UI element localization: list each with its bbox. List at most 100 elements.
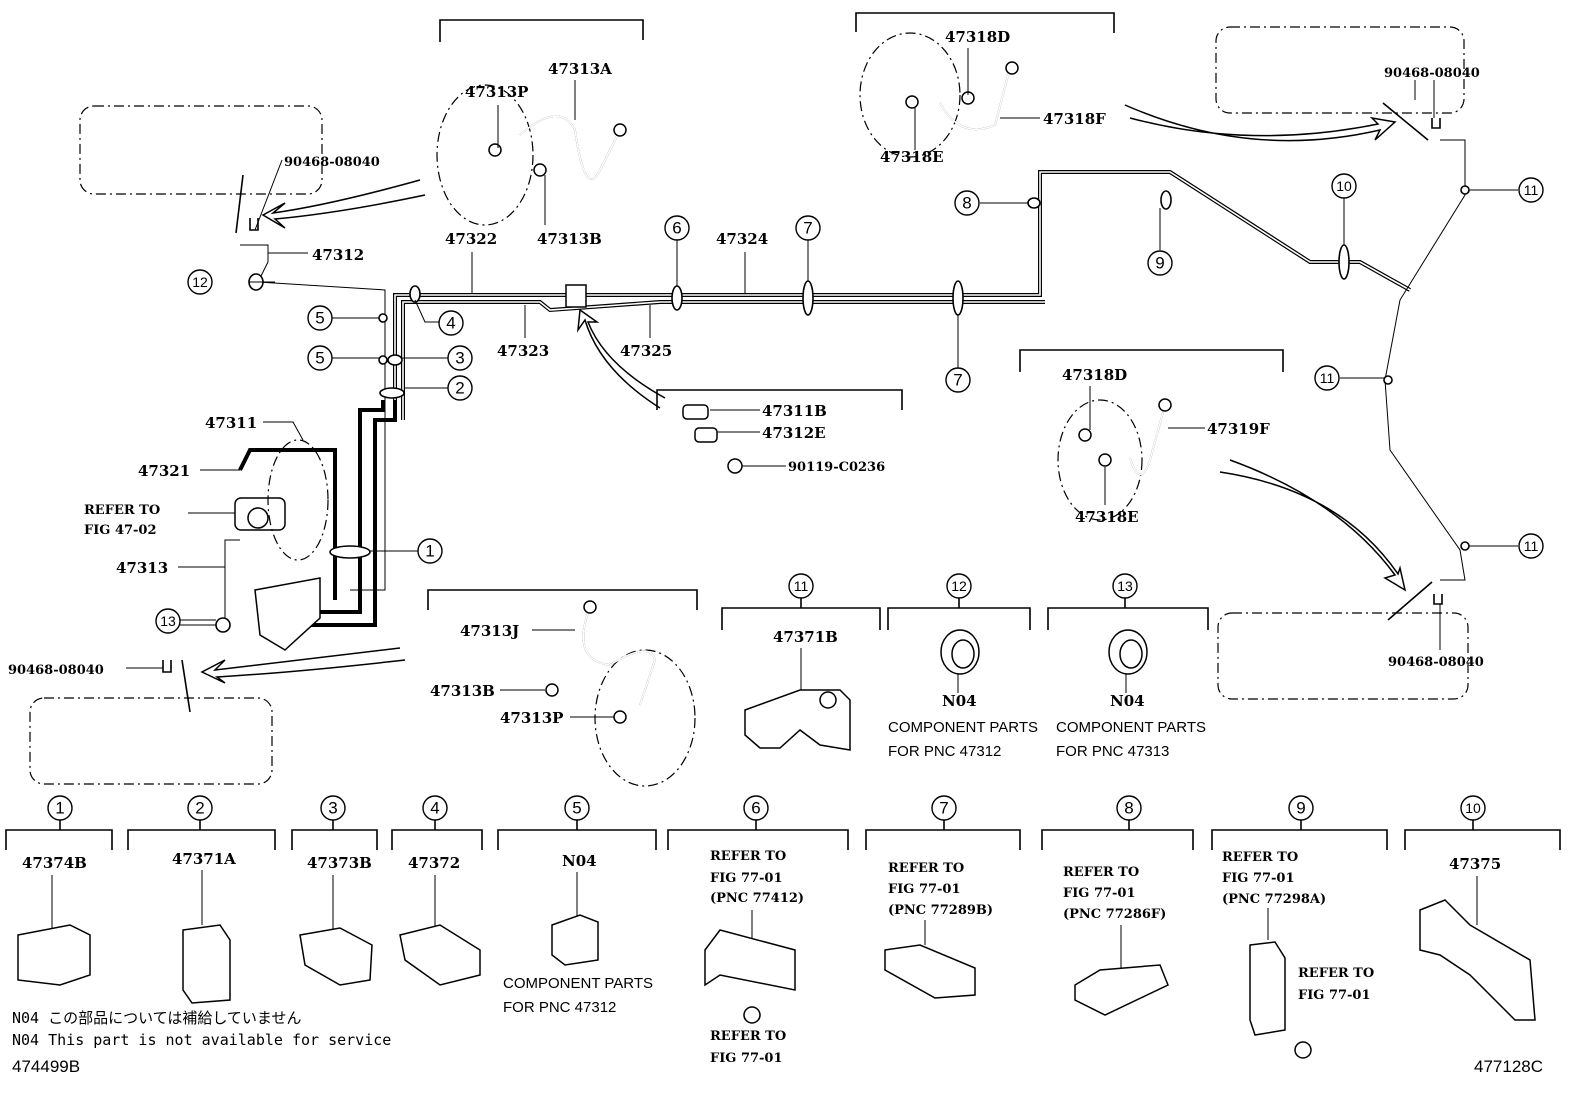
component-parts-13-line2[interactable]: FOR PNC 47313 (1056, 743, 1169, 760)
refer-6-extra-line2[interactable]: FIG 77-01 (710, 1051, 783, 1066)
svg-text:3[interactable]: 3 (455, 349, 464, 368)
refer-9-extra-line1[interactable]: REFER TO (1298, 966, 1374, 981)
detail-panel-13: 13 N04 COMPONENT PARTS FOR PNC 47313 (1056, 573, 1206, 760)
svg-text:7[interactable]: 7 (803, 219, 812, 238)
callout-11c: 11 (1518, 533, 1544, 559)
svg-text:2[interactable]: 2 (195, 799, 204, 818)
svg-text:10[interactable]: 10 (1336, 178, 1352, 194)
callout-1: 1 (417, 538, 443, 564)
svg-text:2[interactable]: 2 (455, 379, 464, 398)
svg-text:9[interactable]: 9 (1155, 254, 1164, 273)
svg-text:5[interactable]: 5 (315, 349, 324, 368)
svg-text:6[interactable]: 6 (751, 799, 760, 818)
label-47313J[interactable]: 47313J (460, 622, 519, 640)
svg-text:3[interactable]: 3 (328, 799, 337, 818)
svg-text:13[interactable]: 13 (160, 613, 176, 629)
svg-text:11[interactable]: 11 (1320, 370, 1335, 386)
svg-text:6[interactable]: 6 (672, 219, 681, 238)
label-47318D-mid[interactable]: 47318D (1062, 366, 1127, 384)
svg-text:4[interactable]: 4 (446, 314, 455, 333)
svg-text:12[interactable]: 12 (951, 578, 967, 594)
label-N04-panel-5[interactable]: N04 (562, 852, 597, 870)
component-parts-12-line2[interactable]: FOR PNC 47312 (888, 743, 1001, 760)
callout-6: 6 (664, 215, 690, 241)
label-47319F[interactable]: 47319F (1207, 420, 1270, 438)
refer-6-line3[interactable]: (PNC 77412) (710, 891, 804, 906)
label-47311B[interactable]: 47311B (762, 402, 827, 420)
component-parts-5-line1[interactable]: COMPONENT PARTS (503, 975, 653, 992)
label-47372[interactable]: 47372 (408, 854, 460, 872)
label-47324[interactable]: 47324 (716, 230, 768, 248)
refer-7-line1[interactable]: REFER TO (888, 861, 964, 876)
refer-6-extra-line1[interactable]: REFER TO (710, 1029, 786, 1044)
label-47321[interactable]: 47321 (138, 462, 190, 480)
svg-text:7[interactable]: 7 (953, 371, 962, 390)
label-47318E-mid[interactable]: 47318E (1075, 508, 1139, 526)
label-47313A[interactable]: 47313A (548, 60, 612, 78)
detail-panel-9: 9 REFER TO FIG 77-01 (PNC 77298A) REFER … (1222, 795, 1374, 1059)
label-47313P-bottom[interactable]: 47313P (500, 709, 563, 727)
svg-text:11[interactable]: 11 (1524, 182, 1539, 198)
refer-8-line1[interactable]: REFER TO (1063, 865, 1139, 880)
svg-text:7[interactable]: 7 (939, 799, 948, 818)
label-47371A[interactable]: 47371A (172, 850, 236, 868)
label-47375[interactable]: 47375 (1449, 855, 1501, 873)
label-N04-panel-13[interactable]: N04 (1110, 692, 1145, 710)
svg-text:11[interactable]: 11 (794, 578, 809, 594)
label-47374B[interactable]: 47374B (22, 854, 87, 872)
refer-fig-47-02-line1[interactable]: REFER TO (84, 503, 160, 518)
refer-7-line2[interactable]: FIG 77-01 (888, 882, 961, 897)
refer-9-extra-line2[interactable]: FIG 77-01 (1298, 988, 1371, 1003)
callout-10: 10 (1331, 173, 1357, 199)
label-47323[interactable]: 47323 (497, 342, 549, 360)
illustration-code-left: 474499B (12, 1057, 80, 1076)
label-47311[interactable]: 47311 (205, 414, 257, 432)
refer-8-line2[interactable]: FIG 77-01 (1063, 886, 1136, 901)
refer-9-line2[interactable]: FIG 77-01 (1222, 871, 1295, 886)
refer-8-line3[interactable]: (PNC 77286F) (1063, 907, 1166, 922)
svg-text:8[interactable]: 8 (1124, 799, 1133, 818)
svg-text:1[interactable]: 1 (425, 542, 434, 561)
label-47318E-top[interactable]: 47318E (880, 148, 944, 166)
svg-text:10[interactable]: 10 (1465, 800, 1481, 816)
label-47322[interactable]: 47322 (445, 230, 497, 248)
refer-fig-47-02-line2[interactable]: FIG 47-02 (84, 523, 157, 538)
callout-7b: 7 (945, 367, 971, 393)
label-N04-panel-12[interactable]: N04 (942, 692, 977, 710)
label-90119-C0236[interactable]: 90119-C0236 (788, 460, 885, 475)
svg-text:4[interactable]: 4 (430, 799, 439, 818)
label-47371B[interactable]: 47371B (773, 628, 838, 646)
footer: N04 この部品については補給していません N04 This part is n… (12, 1009, 1543, 1076)
svg-text:1[interactable]: 1 (55, 799, 64, 818)
label-47313B-bottom[interactable]: 47313B (430, 682, 495, 700)
label-90468-top-left[interactable]: 90468-08040 (284, 155, 380, 170)
svg-text:5[interactable]: 5 (572, 799, 581, 818)
component-parts-12-line1[interactable]: COMPONENT PARTS (888, 719, 1038, 736)
svg-text:11[interactable]: 11 (1524, 538, 1539, 554)
label-47312[interactable]: 47312 (312, 246, 364, 264)
label-47312E[interactable]: 47312E (762, 424, 826, 442)
svg-text:9[interactable]: 9 (1296, 799, 1305, 818)
label-90468-top-right[interactable]: 90468-08040 (1384, 66, 1480, 81)
refer-6-line1[interactable]: REFER TO (710, 849, 786, 864)
svg-text:13[interactable]: 13 (1117, 578, 1133, 594)
svg-text:5[interactable]: 5 (315, 309, 324, 328)
callout-5b: 5 (307, 345, 333, 371)
label-90468-bottom-right[interactable]: 90468-08040 (1388, 655, 1484, 670)
refer-6-line2[interactable]: FIG 77-01 (710, 871, 783, 886)
label-47313B-top[interactable]: 47313B (537, 230, 602, 248)
label-47313P-top[interactable]: 47313P (465, 83, 528, 101)
label-47318F[interactable]: 47318F (1043, 110, 1106, 128)
label-47325[interactable]: 47325 (620, 342, 672, 360)
svg-text:12[interactable]: 12 (192, 274, 208, 290)
component-parts-13-line1[interactable]: COMPONENT PARTS (1056, 719, 1206, 736)
refer-7-line3[interactable]: (PNC 77289B) (888, 903, 993, 918)
label-47318D-top[interactable]: 47318D (945, 28, 1010, 46)
label-90468-bottom-left[interactable]: 90468-08040 (8, 663, 104, 678)
component-parts-5-line2[interactable]: FOR PNC 47312 (503, 999, 616, 1016)
label-47313[interactable]: 47313 (116, 559, 168, 577)
refer-9-line1[interactable]: REFER TO (1222, 850, 1298, 865)
refer-9-line3[interactable]: (PNC 77298A) (1222, 892, 1326, 907)
svg-text:8[interactable]: 8 (962, 194, 971, 213)
label-47373B[interactable]: 47373B (307, 854, 372, 872)
